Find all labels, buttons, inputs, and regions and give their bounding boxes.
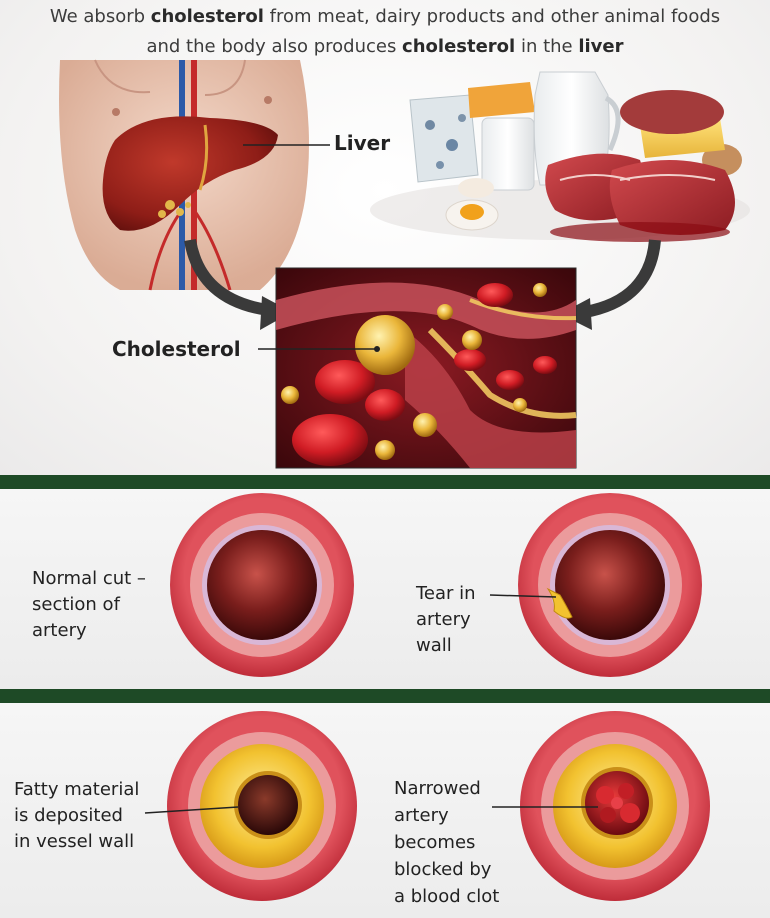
- top-panel: We absorb cholesterol from meat, dairy p…: [0, 0, 770, 475]
- label-line: artery: [416, 609, 471, 630]
- artery-pair-top: [170, 493, 702, 677]
- artery-pair-bottom: [144, 711, 710, 901]
- top-illustration: [59, 59, 750, 469]
- tear-leader-line: [489, 594, 557, 598]
- food-illustration: [370, 71, 750, 242]
- normal-artery-illustration: [170, 493, 354, 677]
- headline-emphasis: cholesterol: [402, 36, 516, 57]
- liver-illustration: [59, 59, 309, 291]
- artery-closeup-illustration: [275, 267, 577, 469]
- headline-text: in the: [515, 36, 579, 57]
- label-line: a blood clot: [394, 886, 500, 907]
- headline-line-2: and the body also produces cholesterol i…: [0, 34, 770, 60]
- label-line: wall: [416, 635, 452, 656]
- label-line: Narrowed: [394, 778, 481, 799]
- label-line: artery: [32, 620, 87, 641]
- label-line: artery: [394, 805, 449, 826]
- fatty-leader-line: [144, 806, 239, 814]
- headline-line-1: We absorb cholesterol from meat, dairy p…: [0, 4, 770, 30]
- section-divider: [0, 475, 770, 489]
- cholesterol-pointer-dot: [374, 346, 380, 352]
- arrow-icon: [184, 238, 269, 316]
- bottom-panel: Fatty material is deposited in vessel wa…: [0, 703, 770, 918]
- section-divider: [0, 689, 770, 703]
- normal-artery-label: Normal cut – section of artery: [32, 566, 146, 644]
- label-line: Normal cut –: [32, 568, 146, 589]
- blocked-artery-illustration: [520, 711, 710, 901]
- label-line: in vessel wall: [14, 831, 135, 852]
- torn-artery-illustration: [518, 493, 702, 677]
- label-line: becomes: [394, 832, 476, 853]
- headline-text: from meat, dairy products and other anim…: [263, 6, 721, 27]
- liver-label: Liver: [334, 131, 391, 155]
- fatty-artery-illustration: [167, 711, 357, 901]
- middle-panel: Normal cut – section of artery Tear in a…: [0, 489, 770, 689]
- label-line: is deposited: [14, 805, 123, 826]
- arrow-icon: [583, 239, 661, 318]
- label-line: blocked by: [394, 859, 492, 880]
- headline-emphasis: liver: [578, 36, 624, 57]
- cholesterol-label: Cholesterol: [112, 337, 241, 361]
- label-line: Fatty material: [14, 779, 140, 800]
- tear-label: Tear in artery wall: [416, 581, 476, 659]
- label-line: section of: [32, 594, 120, 615]
- headline-text: We absorb: [49, 6, 151, 27]
- headline-text: and the body also produces: [146, 36, 403, 57]
- headline-emphasis: cholesterol: [150, 6, 264, 27]
- fatty-material-label: Fatty material is deposited in vessel wa…: [14, 777, 139, 855]
- label-line: Tear in: [416, 583, 476, 604]
- narrowed-artery-label: Narrowed artery becomes blocked by a blo…: [394, 775, 499, 910]
